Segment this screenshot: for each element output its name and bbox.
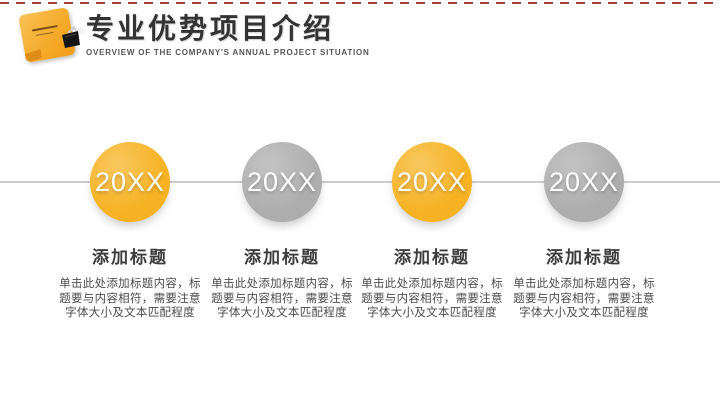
item-heading: 添加标题 — [394, 248, 470, 267]
top-dashed-border — [0, 2, 720, 4]
timeline-node-3: 20XX — [392, 142, 472, 222]
item-body: 单击此处添加标题内容，标题要与内容相符，需要注意字体大小及文本匹配程度 — [211, 278, 353, 319]
binder-clip-icon — [62, 26, 85, 48]
note-scribble — [35, 31, 54, 36]
timeline-node-2: 20XX — [242, 142, 322, 222]
timeline-year-label: 20XX — [246, 166, 318, 197]
slide-subtitle: OVERVIEW OF THE COMPANY'S ANNUAL PROJECT… — [86, 48, 370, 57]
timeline-year-label: 20XX — [548, 166, 620, 197]
timeline-item-text-3: 添加标题 单击此处添加标题内容，标题要与内容相符，需要注意字体大小及文本匹配程度 — [350, 243, 514, 321]
timeline-year-label: 20XX — [396, 166, 468, 197]
timeline-item-text-2: 添加标题 单击此处添加标题内容，标题要与内容相符，需要注意字体大小及文本匹配程度 — [200, 243, 364, 321]
item-body: 单击此处添加标题内容，标题要与内容相符，需要注意字体大小及文本匹配程度 — [59, 278, 201, 319]
item-heading: 添加标题 — [244, 248, 320, 267]
note-scribble — [31, 25, 58, 32]
timeline-item-text-1: 添加标题 单击此处添加标题内容，标题要与内容相符，需要注意字体大小及文本匹配程度 — [48, 243, 212, 321]
slide-title: 专业优势项目介绍 — [86, 13, 335, 44]
title-block: 专业优势项目介绍 OVERVIEW OF THE COMPANY'S ANNUA… — [86, 6, 370, 57]
item-body: 单击此处添加标题内容，标题要与内容相符，需要注意字体大小及文本匹配程度 — [513, 278, 655, 319]
timeline-node-1: 20XX — [90, 142, 170, 222]
slide-header: 专业优势项目介绍 OVERVIEW OF THE COMPANY'S ANNUA… — [16, 6, 370, 70]
timeline-line — [0, 181, 720, 183]
sticky-note-icon — [16, 6, 86, 70]
timeline-node-4: 20XX — [544, 142, 624, 222]
item-heading: 添加标题 — [92, 248, 168, 267]
item-body: 单击此处添加标题内容，标题要与内容相符，需要注意字体大小及文本匹配程度 — [361, 278, 503, 319]
timeline-year-label: 20XX — [94, 166, 166, 197]
item-heading: 添加标题 — [546, 248, 622, 267]
note-fold-corner — [24, 49, 42, 63]
timeline-item-text-4: 添加标题 单击此处添加标题内容，标题要与内容相符，需要注意字体大小及文本匹配程度 — [502, 243, 666, 321]
